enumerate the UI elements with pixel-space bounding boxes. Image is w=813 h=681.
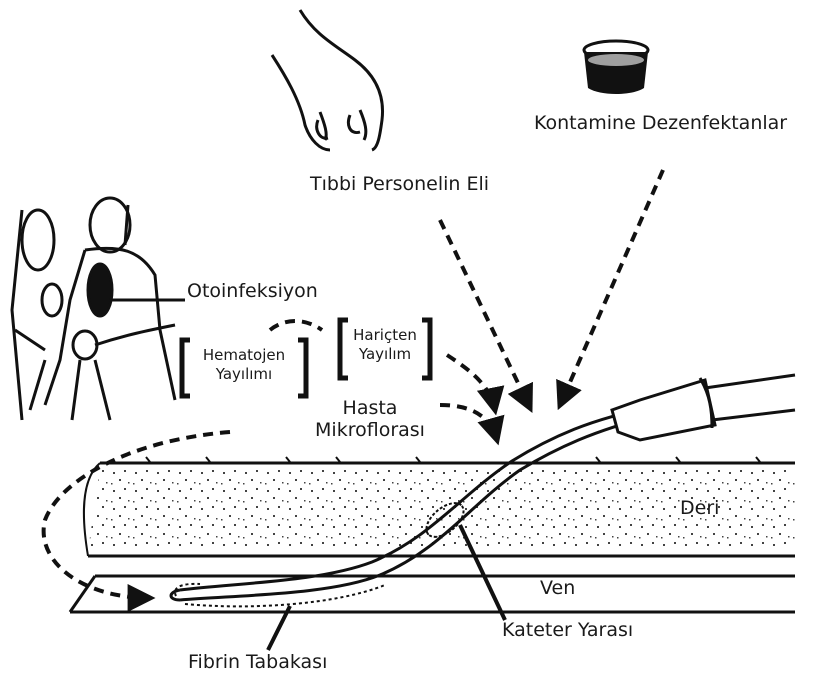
- external-line1: Hariçten: [348, 326, 422, 345]
- disinfectant-cup-icon: [584, 41, 648, 94]
- patient-figure-icon: [12, 198, 185, 420]
- patient-microflora-label: Hasta Mikroflorası: [310, 398, 430, 442]
- patient-flora-line2: Mikroflorası: [310, 420, 430, 442]
- staff-hand-label: Tıbbi Personelin Eli: [310, 174, 489, 196]
- external-line2: Yayılım: [348, 345, 422, 364]
- vein-label: Ven: [540, 578, 575, 600]
- fibrin-layer-label: Fibrin Tabakası: [188, 652, 327, 674]
- hematogenous-line1: Hematojen: [190, 346, 298, 365]
- hand-icon: [272, 10, 383, 150]
- hematogenous-spread-label: Hematojen Yayılımı: [190, 346, 298, 384]
- external-spread-label: Hariçten Yayılım: [348, 326, 422, 364]
- contaminated-disinfectants-label: Kontamine Dezenfektanlar: [534, 113, 787, 135]
- patient-flora-line1: Hasta: [310, 398, 430, 420]
- autoinfection-label: Otoinfeksiyon: [187, 281, 318, 303]
- skin-label: Deri: [680, 498, 719, 520]
- vein: [70, 576, 795, 612]
- hematogenous-line2: Yayılımı: [190, 365, 298, 384]
- catheter-wound-label: Kateter Yarası: [502, 620, 633, 642]
